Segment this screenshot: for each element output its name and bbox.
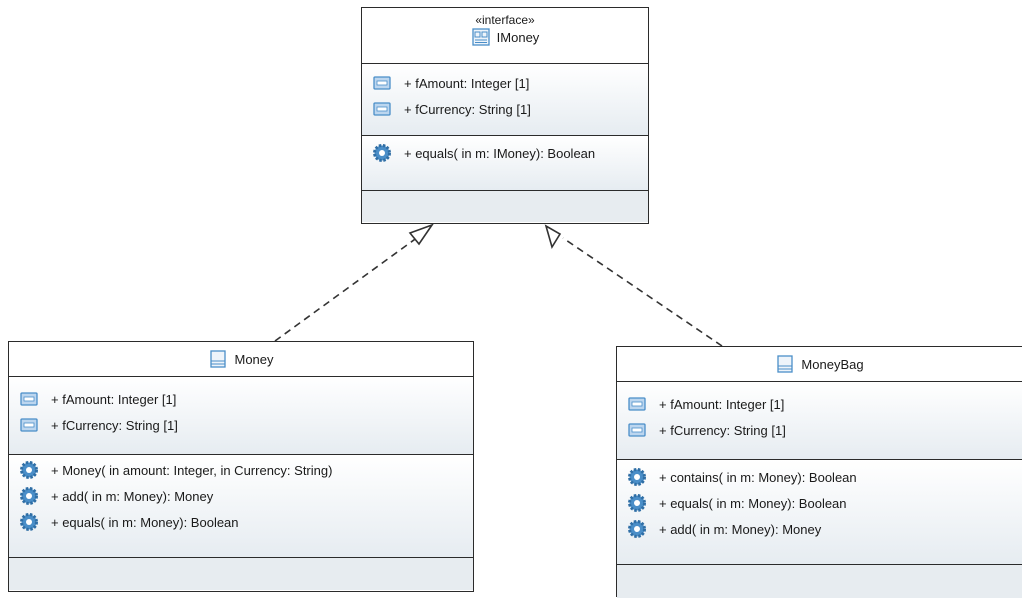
operation-row[interactable]: + equals( in m: Money): Boolean [617,490,1022,516]
money-realization-arrowhead [408,223,435,246]
moneybag-realization-line [562,237,723,347]
imoney-header: «interface» IMoney [362,8,648,63]
operation-row[interactable]: + contains( in m: Money): Boolean [617,464,1022,490]
operation-text: + equals( in m: Money): Boolean [51,514,239,530]
attribute-text: + fCurrency: String [1] [51,417,178,433]
operation-row[interactable]: + equals( in m: IMoney): Boolean [362,140,648,166]
operation-gear-icon [19,486,39,506]
attribute-field-icon [19,389,39,409]
money-attributes: + fAmount: Integer [1] + fCurrency: Stri… [9,376,473,454]
operation-text: + equals( in m: IMoney): Boolean [404,145,596,161]
operation-gear-icon [627,493,647,513]
interface-stereotype: «interface» [475,13,535,27]
attribute-text: + fCurrency: String [1] [659,422,786,438]
class-icon [775,354,795,374]
class-icon [208,349,228,369]
operation-text: + add( in m: Money): Money [659,521,822,537]
imoney-name: IMoney [496,29,540,45]
attribute-field-icon [627,420,647,440]
operation-gear-icon [372,143,392,163]
money-footer [9,557,473,590]
moneybag-operations: + contains( in m: Money): Boolean + equa… [617,459,1022,564]
operation-row[interactable]: + add( in m: Money): Money [617,516,1022,542]
operation-text: + equals( in m: Money): Boolean [659,495,847,511]
money-header: Money [9,342,473,376]
attribute-text: + fCurrency: String [1] [404,101,531,117]
attribute-row[interactable]: + fAmount: Integer [1] [9,386,473,412]
attribute-row[interactable]: + fCurrency: String [1] [9,412,473,438]
operation-row[interactable]: + add( in m: Money): Money [9,483,473,509]
attribute-field-icon [627,394,647,414]
moneybag-footer [617,564,1022,598]
moneybag-class-box[interactable]: MoneyBag + fAmount: Integer [1] + fCurre… [616,346,1022,598]
attribute-text: + fAmount: Integer [1] [659,396,785,412]
operation-text: + contains( in m: Money): Boolean [659,469,857,485]
money-class-box[interactable]: Money + fAmount: Integer [1] + fCurrency… [8,341,474,592]
attribute-field-icon [19,415,39,435]
attribute-field-icon [372,73,392,93]
attribute-row[interactable]: + fCurrency: String [1] [617,417,1022,443]
imoney-interface-box[interactable]: «interface» IMoney + fAmount: Integer [1… [361,7,649,224]
money-name: Money [234,351,274,367]
moneybag-realization-arrowhead [544,224,562,249]
operation-gear-icon [627,519,647,539]
money-operations: + Money( in amount: Integer, in Currency… [9,454,473,557]
attribute-row[interactable]: + fAmount: Integer [1] [362,70,648,96]
imoney-attributes: + fAmount: Integer [1] + fCurrency: Stri… [362,63,648,135]
attribute-text: + fAmount: Integer [1] [51,391,177,407]
operation-gear-icon [19,460,39,480]
money-realization-line [274,236,419,342]
interface-icon [471,27,491,47]
operation-gear-icon [19,512,39,532]
attribute-text: + fAmount: Integer [1] [404,75,530,91]
operation-row[interactable]: + Money( in amount: Integer, in Currency… [9,457,473,483]
attribute-row[interactable]: + fCurrency: String [1] [362,96,648,122]
operation-text: + Money( in amount: Integer, in Currency… [51,462,333,478]
operation-text: + add( in m: Money): Money [51,488,214,504]
moneybag-name: MoneyBag [801,356,864,372]
attribute-field-icon [372,99,392,119]
imoney-operations: + equals( in m: IMoney): Boolean [362,135,648,190]
imoney-footer [362,190,648,222]
attribute-row[interactable]: + fAmount: Integer [1] [617,391,1022,417]
moneybag-header: MoneyBag [617,347,1022,381]
operation-row[interactable]: + equals( in m: Money): Boolean [9,509,473,535]
operation-gear-icon [627,467,647,487]
moneybag-attributes: + fAmount: Integer [1] + fCurrency: Stri… [617,381,1022,459]
